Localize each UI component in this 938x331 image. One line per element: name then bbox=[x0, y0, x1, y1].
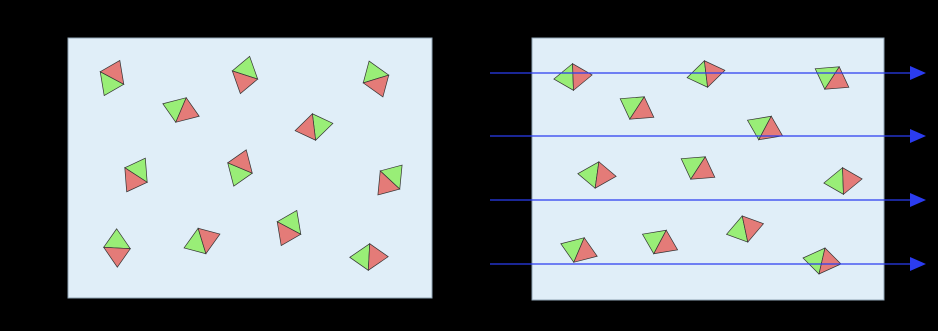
dipole-red-triangle bbox=[572, 63, 593, 92]
dipole-red-triangle bbox=[741, 215, 765, 243]
random-dipole-11 bbox=[276, 209, 302, 247]
dipole-red-triangle bbox=[690, 156, 716, 180]
random-dipole-4 bbox=[362, 60, 390, 98]
dipole-red-triangle bbox=[276, 221, 302, 247]
aligned-dipole-9 bbox=[560, 237, 598, 263]
aligned-dipole-10 bbox=[641, 229, 679, 255]
dipole-red-triangle bbox=[824, 66, 850, 90]
aligned-dipole-12 bbox=[802, 247, 842, 275]
aligned-dipole-1 bbox=[553, 62, 593, 92]
dipole-red-triangle bbox=[231, 70, 259, 95]
dipole-red-triangle bbox=[653, 229, 679, 255]
aligned-dipole-4 bbox=[619, 96, 655, 120]
dipole-red-triangle bbox=[99, 59, 125, 85]
dipole-red-triangle bbox=[124, 167, 148, 193]
dipole-red-triangle bbox=[377, 170, 401, 196]
electric-field-lines bbox=[490, 66, 926, 271]
dipole-red-triangle bbox=[573, 237, 598, 263]
random-dipole-3 bbox=[231, 55, 259, 95]
dipole-red-triangle bbox=[197, 227, 221, 255]
dipole-red-triangle bbox=[175, 97, 200, 123]
dipole-red-triangle bbox=[842, 167, 863, 196]
random-dipole-12 bbox=[349, 242, 389, 272]
random-dipole-8 bbox=[377, 164, 403, 196]
random-dipole-7 bbox=[227, 149, 253, 187]
field-arrowhead-3 bbox=[910, 193, 926, 207]
random-dipole-6 bbox=[124, 157, 148, 193]
aligned-dipole-5 bbox=[746, 115, 784, 141]
dipole-red-triangle bbox=[758, 115, 784, 141]
field-arrowhead-1 bbox=[910, 66, 926, 80]
aligned-dipole-7 bbox=[680, 156, 716, 180]
dipole-red-triangle bbox=[362, 74, 390, 98]
dipole-red-triangle bbox=[294, 113, 317, 141]
aligned-dipoles-group bbox=[553, 60, 863, 275]
dipole-red-triangle bbox=[227, 149, 253, 174]
field-arrowhead-4 bbox=[910, 257, 926, 271]
random-dipole-9 bbox=[102, 228, 132, 268]
random-dipole-10 bbox=[183, 227, 221, 255]
aligned-dipole-2 bbox=[686, 60, 726, 88]
aligned-dipole-11 bbox=[725, 215, 765, 243]
aligned-dipole-8 bbox=[823, 166, 863, 196]
dipole-red-triangle bbox=[629, 96, 655, 120]
aligned-dipole-6 bbox=[577, 161, 617, 189]
dipole-red-triangle bbox=[703, 60, 726, 88]
random-dipole-2 bbox=[162, 97, 200, 123]
dipole-red-triangle bbox=[594, 161, 617, 189]
dipole-red-triangle bbox=[818, 247, 842, 275]
random-dipole-1 bbox=[99, 59, 125, 97]
random-dipole-5 bbox=[294, 113, 334, 141]
random-dipoles-group bbox=[99, 55, 403, 272]
field-arrowhead-2 bbox=[910, 129, 926, 143]
dipole-red-triangle bbox=[367, 243, 389, 272]
dipole-red-triangle bbox=[102, 246, 131, 268]
